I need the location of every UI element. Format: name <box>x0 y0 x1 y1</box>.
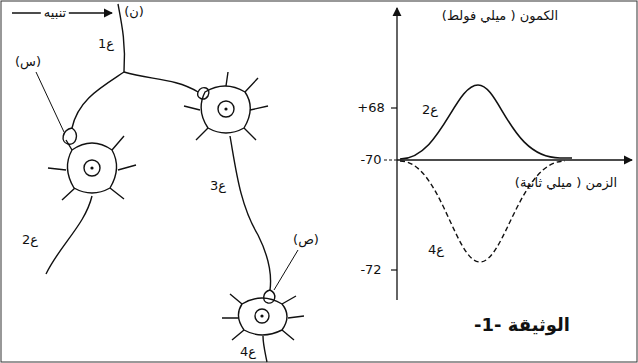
site-label: ع3 <box>210 178 226 194</box>
site-label: ع1 <box>98 36 114 52</box>
axis-title: الكمون ( ميلي فولط) <box>442 8 558 24</box>
leader-line <box>274 250 298 290</box>
neuron-label: (ن) <box>124 4 144 20</box>
caption: الوثيقة -1- <box>474 314 570 336</box>
x-axis <box>397 159 632 160</box>
graph <box>384 8 632 300</box>
site-label: ع4 <box>240 344 256 360</box>
nucleus <box>218 101 234 117</box>
dendrites <box>48 136 136 200</box>
synapse-label: (ص) <box>293 232 319 248</box>
cell-body <box>238 298 287 335</box>
tick <box>391 269 397 270</box>
synapse-bulb <box>63 128 76 144</box>
action-potential-curve <box>400 85 572 159</box>
stimulus-label: تنبيه <box>41 5 69 21</box>
tick-value: +68 <box>357 100 384 116</box>
cell-body <box>201 86 250 133</box>
dendrites <box>184 72 268 140</box>
site-label: ع2 <box>22 232 38 248</box>
tick <box>391 107 397 108</box>
y-axis <box>396 8 397 300</box>
axis-title: الزمن ( ميلي ثانية) <box>515 175 617 191</box>
dendrites <box>222 294 304 340</box>
synapse-bulb <box>264 290 275 303</box>
curve-label: ع2 <box>422 102 438 118</box>
axon <box>118 4 125 72</box>
synapse-label: (س) <box>15 54 41 70</box>
axon-branch <box>124 72 198 92</box>
tick-value: -72 <box>360 262 381 278</box>
axon <box>263 336 267 362</box>
nucleus <box>84 160 100 176</box>
baseline <box>384 160 397 161</box>
axon <box>230 136 271 290</box>
axon <box>46 196 92 274</box>
tick-value: -70 <box>360 152 381 168</box>
neurons <box>46 4 304 362</box>
axon-branch <box>72 72 124 128</box>
nucleus <box>255 309 269 323</box>
curve-label: ع4 <box>428 242 444 258</box>
leader-line <box>36 72 64 132</box>
cell-body <box>67 143 116 193</box>
